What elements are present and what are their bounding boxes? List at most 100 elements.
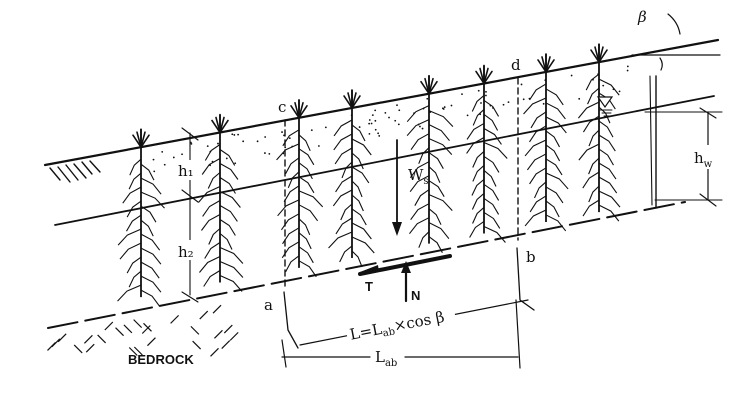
root-branch — [545, 172, 569, 190]
bedrock-stroke — [85, 343, 95, 353]
bedrock-stroke — [143, 322, 152, 332]
soil-dot — [396, 104, 398, 107]
root-branch — [545, 102, 566, 120]
root-branch — [219, 219, 236, 236]
soil-dot — [421, 127, 424, 130]
label-beta: β — [637, 8, 647, 26]
soil-dot — [466, 114, 469, 117]
soil-dot — [461, 93, 463, 96]
soil-dot — [626, 69, 629, 72]
root-branch — [219, 163, 239, 180]
tree — [117, 128, 165, 307]
bedrock-stroke — [190, 325, 200, 335]
root-branch — [598, 120, 614, 138]
soil-dot — [242, 140, 245, 143]
soil-dot — [234, 162, 237, 165]
root-branch — [298, 148, 315, 166]
bedrock-stroke — [128, 347, 138, 356]
root-branch — [524, 209, 547, 227]
root-branch — [339, 245, 353, 263]
root-branch — [140, 247, 162, 265]
bedrock-stroke — [123, 324, 133, 334]
root-branch — [140, 289, 160, 307]
label-hw: hw — [694, 149, 713, 170]
bedrock-stroke — [115, 327, 124, 337]
root-branch — [598, 204, 620, 222]
root-branch — [588, 185, 600, 203]
root-branch — [472, 151, 485, 168]
root-branch — [471, 193, 485, 210]
root-branch — [204, 144, 221, 161]
root-branch — [530, 111, 547, 129]
root-branch — [207, 172, 221, 189]
root-branch — [483, 170, 497, 187]
root-branch — [126, 200, 142, 218]
soil-dot — [206, 145, 209, 147]
root-branch — [129, 158, 142, 176]
root-branch — [598, 176, 618, 194]
root-branch — [406, 105, 430, 123]
root-branch — [202, 200, 221, 217]
soil-dot — [264, 152, 266, 154]
soil-dot — [310, 129, 313, 132]
soil-dot — [477, 89, 480, 92]
shear-arrow — [360, 265, 379, 272]
label-ws: Ws — [408, 166, 429, 187]
soil-dot — [256, 140, 259, 143]
root-branch — [219, 149, 236, 166]
root-branch — [208, 228, 221, 245]
root-branch — [298, 190, 324, 208]
soil-dot — [172, 156, 175, 159]
root-branch — [335, 175, 353, 193]
tree — [523, 53, 569, 232]
root-branch — [128, 172, 142, 190]
soil-dot — [231, 133, 234, 136]
label-c: c — [278, 98, 286, 116]
root-branch — [219, 205, 238, 222]
root-branch — [428, 110, 454, 128]
root-branch — [545, 158, 563, 176]
slip-surface — [47, 201, 686, 329]
soil-dot — [485, 94, 487, 97]
root-branch — [529, 83, 547, 101]
root-branch — [471, 179, 485, 196]
root-branch — [588, 129, 600, 147]
soil-dot — [358, 126, 361, 128]
root-branch — [582, 115, 600, 133]
soil-dot — [368, 122, 371, 125]
soil-dot — [163, 163, 166, 166]
root-branch — [578, 143, 600, 161]
soil-dot — [181, 153, 183, 156]
root-branch — [298, 246, 314, 264]
root-branch — [418, 147, 430, 164]
root-branch — [582, 171, 600, 189]
root-branch — [472, 109, 485, 126]
root-branch — [418, 231, 430, 248]
root-branch — [351, 250, 363, 268]
bedrock-stroke — [223, 324, 233, 334]
label-h1: h₁ — [178, 162, 194, 180]
soil-dot — [419, 125, 421, 128]
root-branch — [406, 119, 430, 137]
root-branch — [298, 176, 315, 194]
root-branch — [351, 138, 372, 156]
ground-surface — [43, 38, 720, 167]
root-branch — [585, 73, 600, 91]
bedrock-stroke — [83, 334, 93, 344]
beta-arc — [667, 13, 681, 35]
label-bedrock: BEDROCK — [128, 352, 194, 367]
soil-dot — [618, 90, 621, 93]
root-branch — [117, 228, 142, 246]
root-branch — [409, 217, 430, 235]
soil-dot — [217, 142, 219, 145]
bedrock-stroke — [47, 342, 56, 351]
root-branch — [140, 233, 161, 251]
root-branch — [428, 138, 453, 156]
label-n: N — [411, 288, 420, 303]
root-branch — [126, 256, 142, 274]
soil-dot — [522, 98, 525, 101]
soil-dot — [368, 132, 371, 135]
soil-dot — [374, 128, 377, 131]
soil-dot — [520, 83, 523, 86]
root-branch — [333, 119, 353, 137]
